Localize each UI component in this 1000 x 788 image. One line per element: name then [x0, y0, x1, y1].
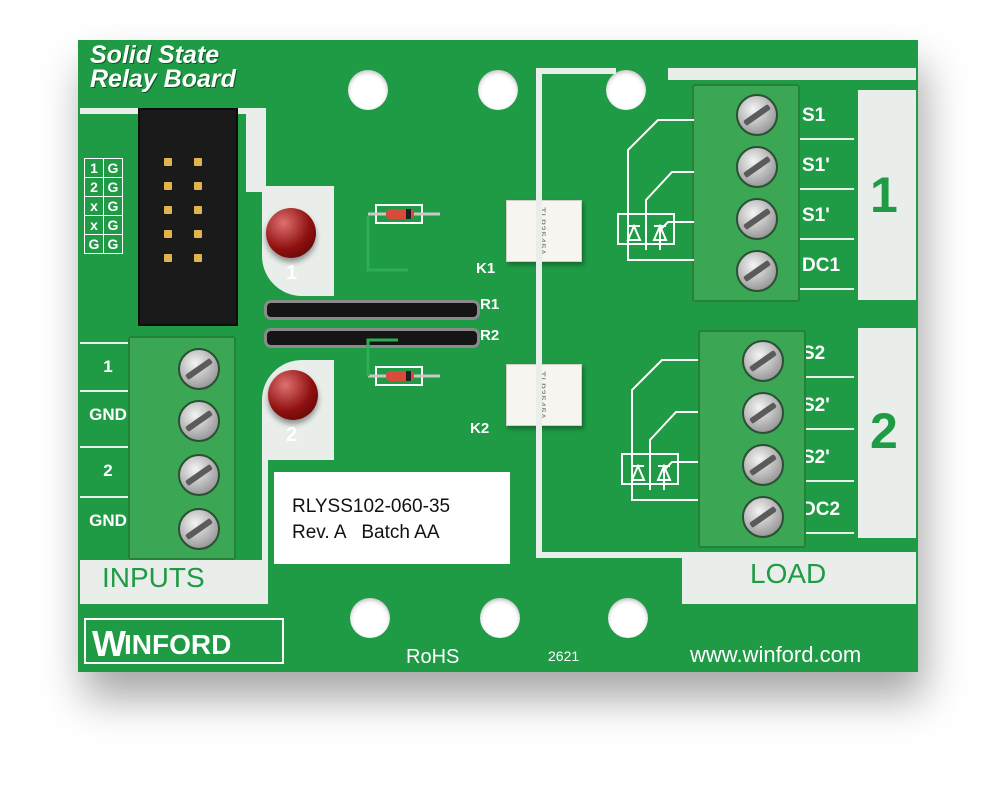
- silkscreen-line: [536, 68, 616, 74]
- resistor-r2: [264, 328, 480, 348]
- pinout-cell: G: [103, 196, 123, 216]
- inputs-label-bg: [80, 560, 266, 604]
- date-code: 2621: [548, 648, 580, 664]
- resistor-label-r2: R2: [480, 327, 500, 344]
- led-2: [268, 370, 318, 420]
- load-terminal-block-2: [698, 330, 806, 548]
- header-pin: [194, 254, 202, 262]
- channel-panel-2: [858, 328, 916, 538]
- optocoupler-label-k1: K1: [476, 260, 496, 277]
- led-label-1: 1: [286, 262, 298, 284]
- part-number: RLYSS102-060-35: [292, 496, 451, 517]
- header-pin: [194, 182, 202, 190]
- optocoupler-k2: TLP3545A: [506, 364, 582, 426]
- website-url: www.winford.com: [690, 642, 862, 667]
- silkscreen-line: [668, 68, 916, 80]
- screw-terminal[interactable]: [742, 496, 784, 538]
- led-label-2: 2: [286, 424, 298, 446]
- diode-1: [368, 204, 440, 224]
- header-pin: [164, 158, 172, 166]
- svg-text:INFORD: INFORD: [124, 629, 231, 660]
- revision-batch: Rev. A Batch AA: [292, 522, 440, 543]
- mounting-hole: [350, 598, 390, 638]
- screw-terminal[interactable]: [178, 400, 220, 442]
- screw-terminal[interactable]: [736, 250, 778, 292]
- load-label: LOAD: [750, 558, 827, 589]
- header-pin: [164, 254, 172, 262]
- silkscreen-block: [246, 108, 266, 190]
- load-terminal-label: DC1: [796, 244, 854, 290]
- rohs-mark: RoHS: [406, 646, 460, 668]
- load-label-bg: [682, 552, 916, 604]
- channel-number-2: 2: [870, 403, 898, 459]
- header-pin: [164, 230, 172, 238]
- screw-terminal[interactable]: [178, 454, 220, 496]
- input-terminal-block: [128, 336, 236, 560]
- screw-terminal[interactable]: [736, 94, 778, 136]
- screw-terminal[interactable]: [742, 444, 784, 486]
- resistor-label-r1: R1: [480, 296, 500, 313]
- pinout-cell: G: [103, 215, 123, 235]
- mounting-hole: [606, 70, 646, 110]
- svg-text:W: W: [92, 623, 126, 664]
- pinout-cell: x: [84, 215, 104, 235]
- screw-terminal[interactable]: [178, 348, 220, 390]
- silkscreen-line: [536, 552, 686, 558]
- screw-terminal[interactable]: [736, 198, 778, 240]
- screw-terminal[interactable]: [742, 340, 784, 382]
- mounting-hole: [480, 598, 520, 638]
- optocoupler-label-k2: K2: [470, 420, 490, 437]
- pinout-cell: G: [103, 234, 123, 254]
- input-terminal-label: 1: [80, 342, 136, 390]
- pinout-cell: 2: [84, 177, 104, 197]
- load-terminal-label: S1: [796, 94, 854, 140]
- board-title-line1: Solid State: [90, 41, 220, 69]
- pinout-cell: G: [84, 234, 104, 254]
- mounting-hole: [348, 70, 388, 110]
- silkscreen-line: [262, 460, 268, 604]
- led-1: [266, 208, 316, 258]
- optocoupler-k1: TLP3545A: [506, 200, 582, 262]
- header-pin: [164, 206, 172, 214]
- screw-terminal[interactable]: [742, 392, 784, 434]
- header-pin: [194, 230, 202, 238]
- pinout-cell: x: [84, 196, 104, 216]
- screw-terminal[interactable]: [736, 146, 778, 188]
- header-pin: [194, 206, 202, 214]
- mosfet-schematic-1: [617, 119, 694, 261]
- load-terminal-label: S1': [796, 144, 854, 190]
- product-label: RLYSS102-060-35 Rev. A Batch AA: [274, 472, 510, 564]
- silkscreen-line: [536, 68, 542, 558]
- inputs-label: INPUTS: [102, 562, 205, 593]
- input-terminal-label: GND: [80, 496, 136, 544]
- pcb-traces: [366, 216, 408, 376]
- board-title: Solid State Relay Board: [90, 41, 236, 93]
- mounting-hole: [608, 598, 648, 638]
- input-terminal-label: 2: [80, 446, 136, 494]
- pin-header: [138, 108, 238, 326]
- channel-number-1: 1: [870, 167, 898, 223]
- silkscreen-line: [246, 186, 334, 192]
- winford-logo: W INFORD: [84, 618, 284, 664]
- mounting-hole: [478, 70, 518, 110]
- resistor-r1: [264, 300, 480, 320]
- diode-2: [368, 366, 440, 386]
- mosfet-schematic-2: [621, 359, 698, 501]
- board-title-line2: Relay Board: [90, 65, 236, 93]
- input-terminal-label: GND: [80, 390, 136, 438]
- screw-terminal[interactable]: [178, 508, 220, 550]
- pinout-cell: G: [103, 177, 123, 197]
- load-terminal-block-1: [692, 84, 800, 302]
- pinout-cell: G: [103, 158, 123, 178]
- load-terminal-label: S1': [796, 194, 854, 240]
- pinout-cell: 1: [84, 158, 104, 178]
- header-pin: [164, 182, 172, 190]
- header-pin: [194, 158, 202, 166]
- channel-panel-1: [858, 90, 916, 300]
